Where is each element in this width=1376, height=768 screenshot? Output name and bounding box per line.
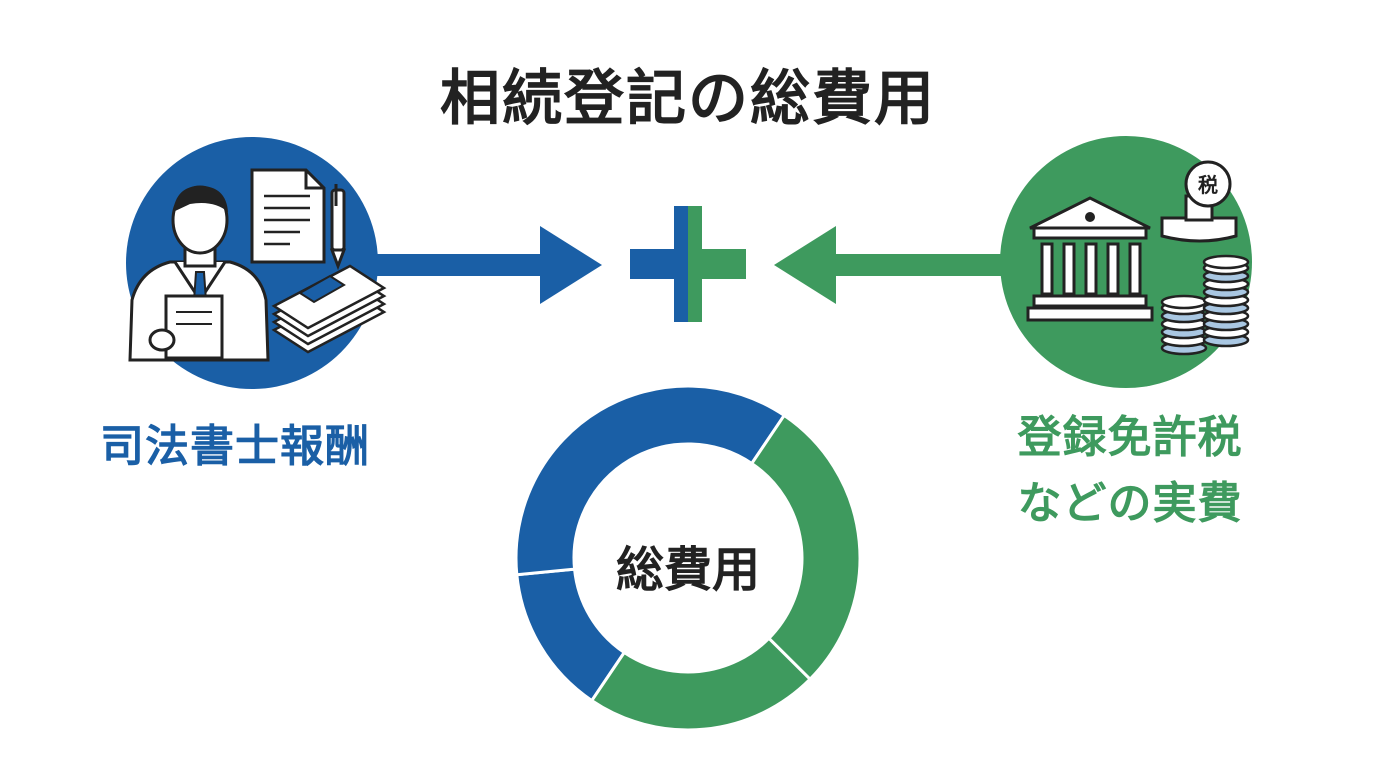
coin-top [1202,254,1250,270]
coin-top [1160,294,1208,310]
right-illustration: 税 [1000,136,1252,388]
businessman-icon [128,185,270,362]
left-arrow [376,226,602,304]
cash-stack-icon [271,264,387,354]
registration-tax-label-line-1: 登録免許税 [1017,412,1243,463]
document-icon [250,168,326,264]
coin-stack-icon [1160,254,1250,356]
government-building-icon [1026,196,1154,322]
right-arrow [774,226,1008,304]
registration-tax-label-line-2: などの実費 [1017,478,1243,529]
total-cost-label: 総費用 [615,542,760,598]
registration-tax-label: 登録免許税 などの実費 [985,405,1275,537]
page-title: 相続登記の総費用 [440,64,936,134]
judicial-scrivener-fee-label: 司法書士報酬 [100,421,370,472]
left-illustration [126,137,387,389]
pen-icon [329,184,347,271]
plus-icon [630,206,746,322]
stamp-text: 税 [1198,173,1218,197]
tax-stamp-icon: 税 [1160,160,1238,243]
donut-hole [574,444,802,672]
